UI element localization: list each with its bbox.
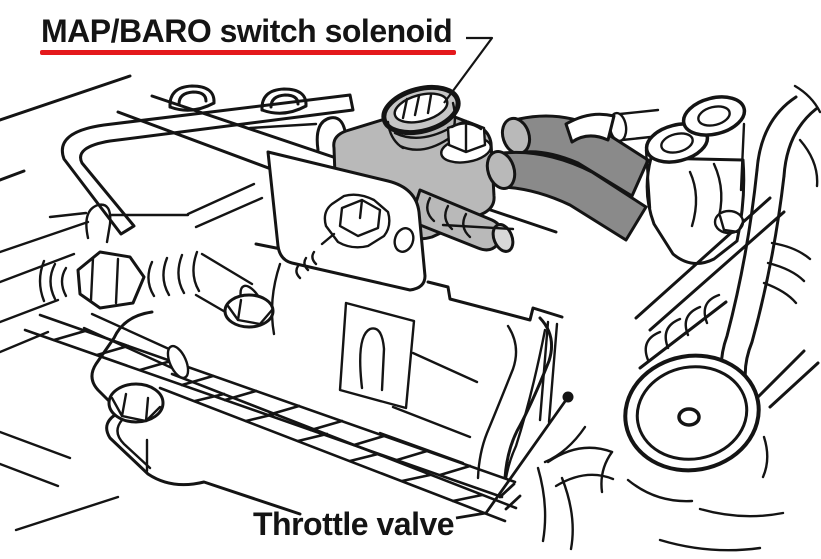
twin-port-fitting-art (644, 95, 747, 265)
vacuum-hoses-art (485, 112, 650, 242)
throttle-valve-leader-line (455, 399, 568, 520)
map-baro-leader-line (443, 36, 494, 104)
throttle-cable-art (23, 313, 518, 523)
lower-bracket-art (0, 293, 302, 532)
throttle-valve-label: Throttle valve (253, 506, 455, 542)
red-underline (40, 50, 456, 55)
map-baro-solenoid-label: MAP/BARO switch solenoid (41, 13, 453, 49)
leader-lines (443, 36, 574, 520)
leader-break-marks (498, 482, 522, 511)
throttle-valve-pointer-dot (562, 391, 574, 403)
cable-adjuster-art (0, 182, 267, 380)
throttle-pulley-art (536, 349, 820, 552)
throttle-body-art (254, 150, 564, 480)
